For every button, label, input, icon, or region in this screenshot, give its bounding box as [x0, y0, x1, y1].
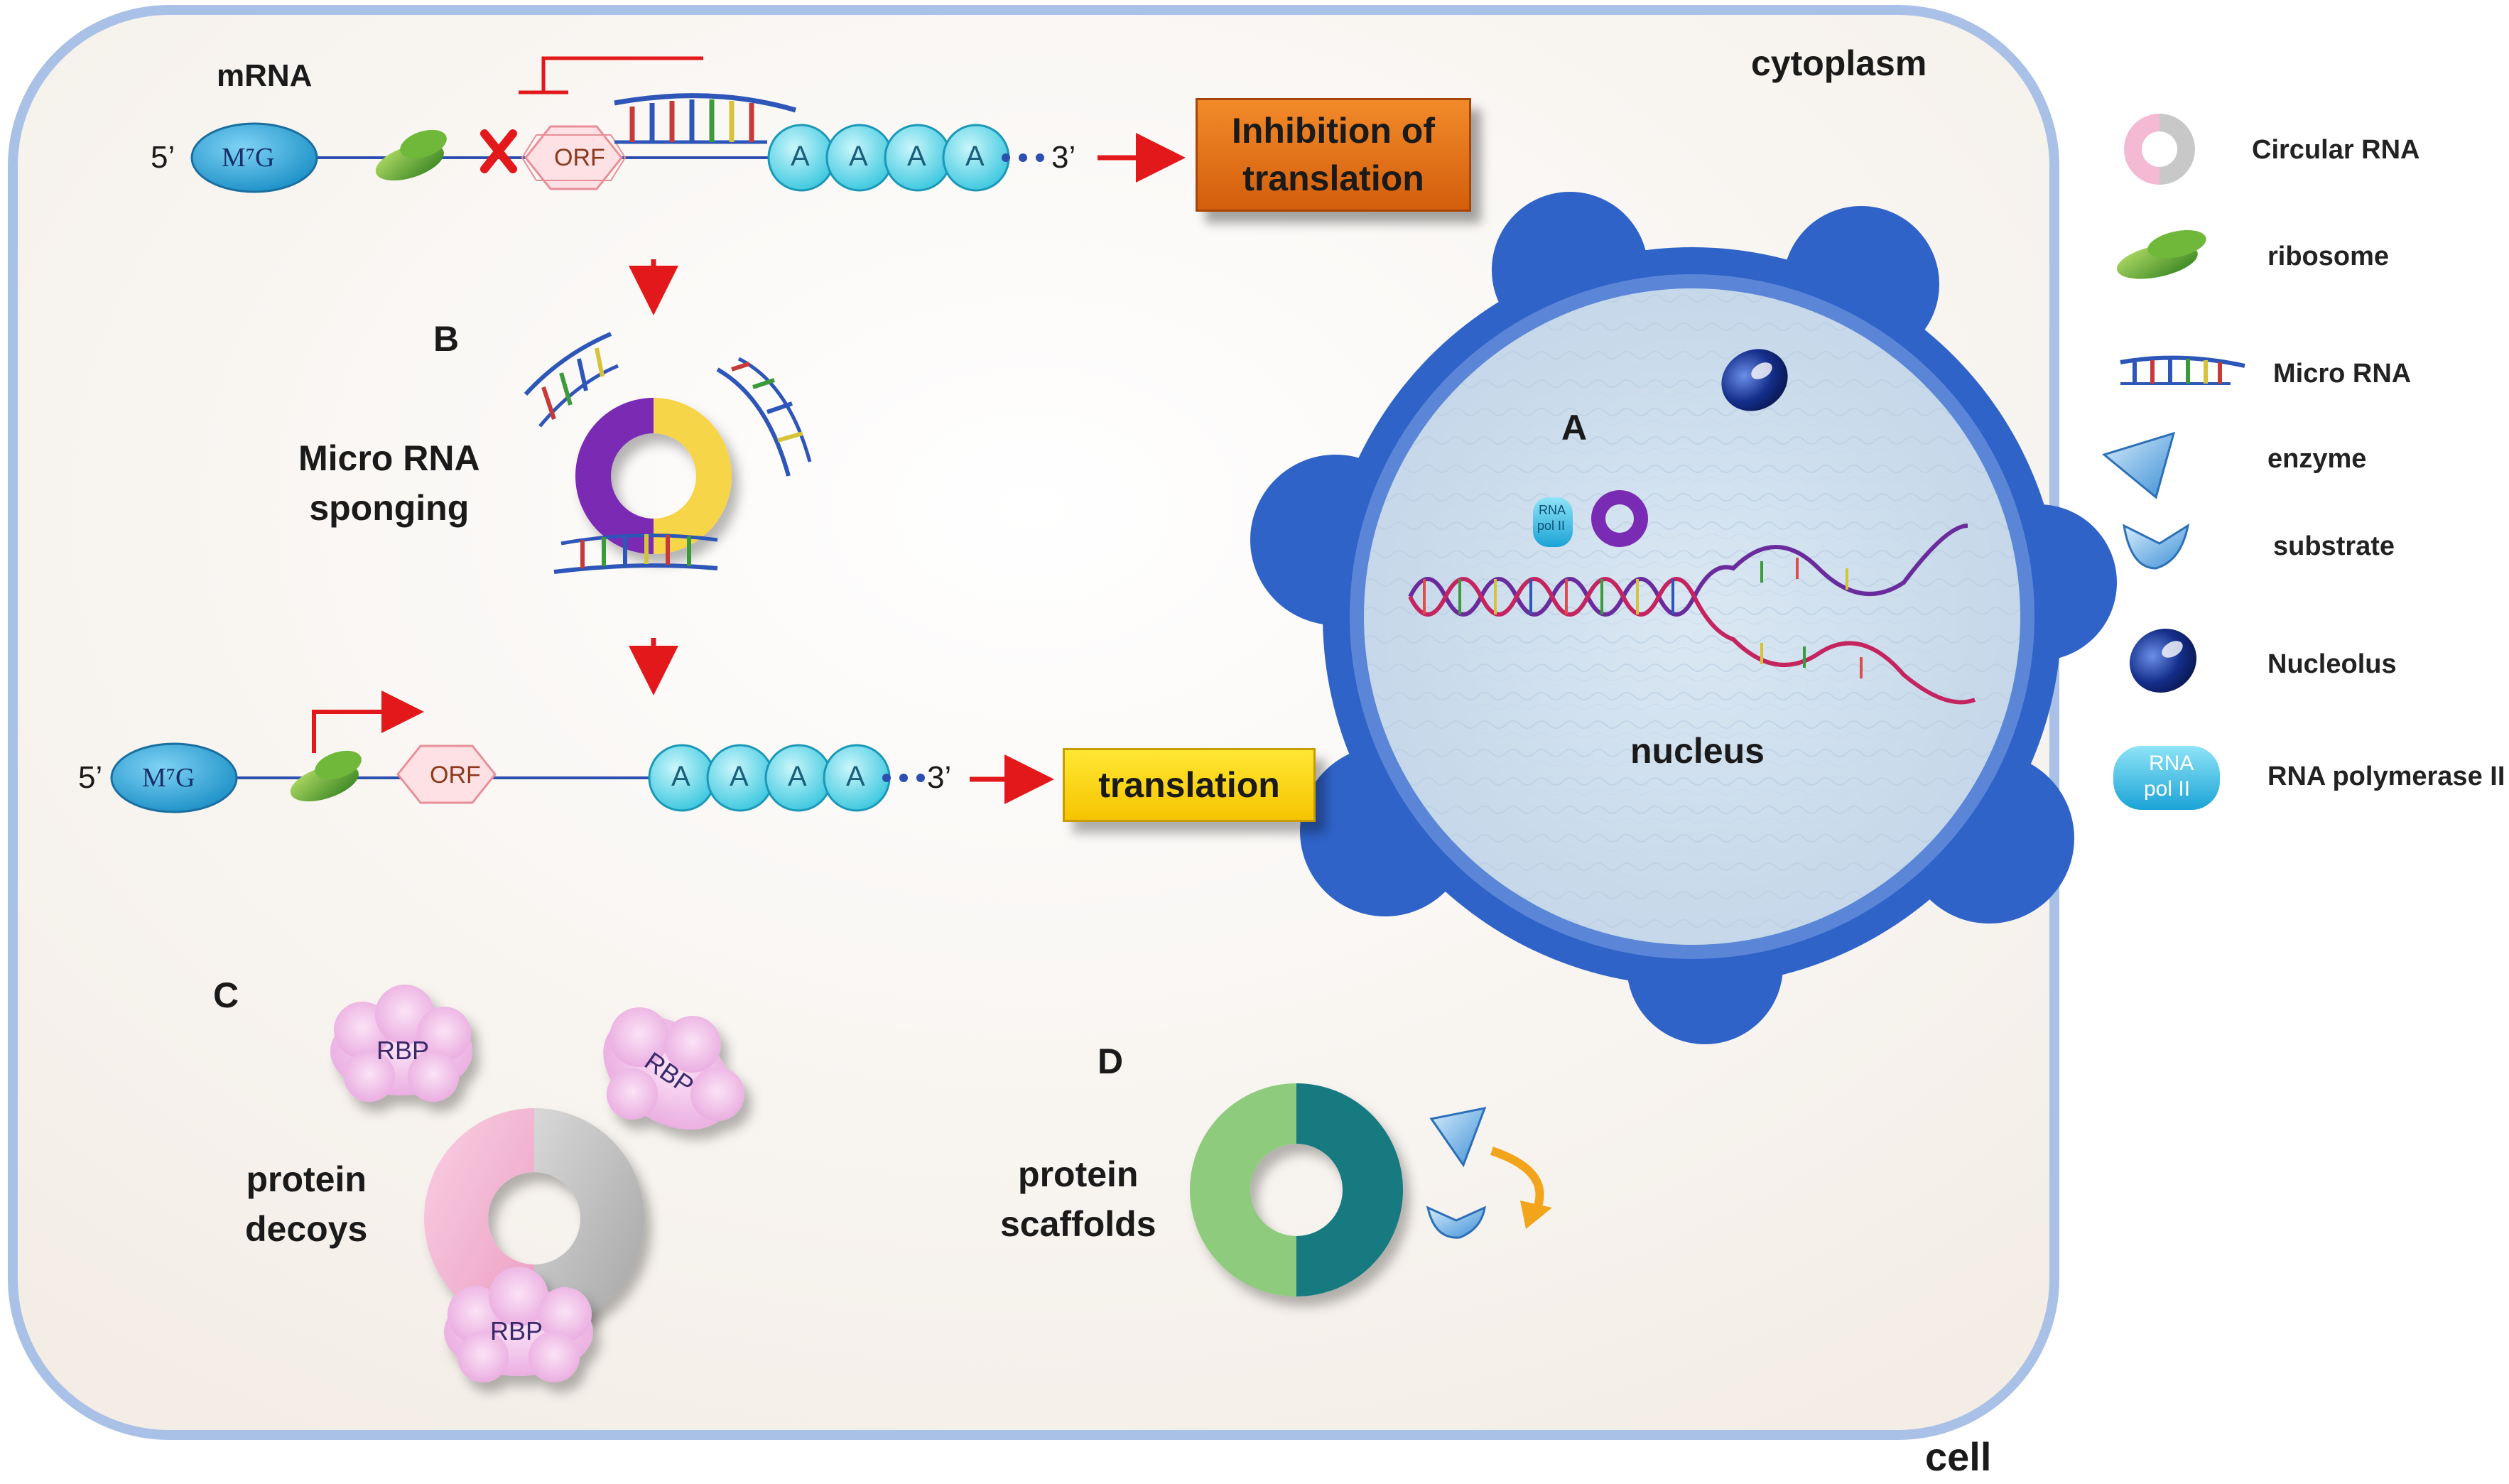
poly-a-1: A	[791, 141, 810, 172]
circrna-small	[1591, 490, 1648, 547]
translation-box: translation	[1063, 748, 1316, 822]
rna-pol-small-1: RNA	[1539, 503, 1566, 517]
mrna-translating	[110, 690, 1054, 813]
orf-star	[524, 125, 623, 190]
m7g-cap-2	[110, 742, 238, 813]
panel-c-title: protein decoys	[245, 1154, 367, 1254]
five-prime-label-2: 5’	[78, 760, 103, 795]
panel-b-title-line2: sponging	[309, 488, 470, 528]
ribosome-icon	[2116, 229, 2206, 279]
rbp-cloud-2	[603, 1007, 744, 1130]
m7g-cap	[190, 122, 318, 193]
substrate-icon	[2123, 523, 2190, 570]
inhibition-box: Inhibition of translation	[1196, 98, 1471, 212]
legend-rna-pol-1: RNA	[2149, 752, 2194, 775]
rna-polymerase-icon	[2113, 746, 2220, 810]
circrna-decoy	[330, 985, 744, 1382]
legend-label-nucleolus: Nucleolus	[2267, 649, 2397, 679]
panel-c-title-line2: decoys	[245, 1209, 368, 1249]
substrate-icon	[1426, 1206, 1486, 1239]
legend-label-enzyme: enzyme	[2267, 444, 2367, 474]
mrna-label: mRNA	[217, 58, 313, 93]
nucleolus-icon	[2129, 628, 2197, 693]
mrna-inhibited	[190, 56, 1186, 193]
rbp-label-1: RBP	[376, 1036, 430, 1065]
panel-d-title-line2: scaffolds	[1000, 1204, 1156, 1244]
legend-label-micro-rna: Micro RNA	[2273, 359, 2412, 389]
legend-rna-pol-2: pol II	[2144, 777, 2191, 801]
rna-pol-ii-small	[1533, 497, 1573, 547]
rbp-cloud-1	[330, 985, 472, 1102]
legend-label-circular-rna: Circular RNA	[2252, 135, 2420, 165]
circular-rna-icon	[2124, 114, 2195, 185]
enzyme-icon	[2101, 431, 2176, 499]
three-prime-label: 3’	[1051, 140, 1076, 175]
micro-rna-left	[524, 332, 619, 428]
translation-start-arrow	[312, 690, 424, 753]
inhibition-label: Inhibition of translation	[1231, 110, 1435, 199]
translation-label: translation	[1098, 765, 1280, 805]
ribosome-icon	[375, 129, 447, 181]
nucleus-label: nucleus	[1630, 731, 1765, 771]
poly-a-6: A	[730, 761, 749, 792]
orf-label: ORF	[554, 144, 605, 171]
micro-rna-right	[716, 357, 812, 477]
poly-a-4: A	[965, 141, 985, 172]
rna-pol-small-2: pol II	[1537, 519, 1566, 533]
legend-label-ribosome: ribosome	[2267, 242, 2390, 271]
rbp-label-3: RBP	[490, 1316, 543, 1345]
nucleus	[1250, 192, 2117, 1044]
inhibition-bar	[541, 56, 703, 92]
micro-rna-bottom	[553, 534, 718, 574]
panel-b-letter: B	[433, 319, 460, 359]
enzyme-icon	[1429, 1106, 1487, 1168]
panel-d-title-line1: protein	[1018, 1154, 1139, 1194]
panel-c-title-line1: protein	[246, 1159, 367, 1199]
panel-d-letter: D	[1098, 1041, 1124, 1081]
cytoplasm-label: cytoplasm	[1751, 43, 1927, 83]
poly-a-7: A	[788, 761, 807, 792]
poly-a-tail	[767, 124, 1044, 192]
poly-a-8: A	[846, 761, 865, 792]
dna-helix	[1408, 524, 1976, 705]
panel-d-title: protein scaffolds	[1000, 1149, 1156, 1249]
cell-label: cell	[1925, 1434, 1992, 1479]
circrna-scaffold	[1190, 1083, 1552, 1296]
panel-b-title: Micro RNA sponging	[298, 433, 480, 533]
orf-label-2: ORF	[430, 762, 481, 789]
five-prime-label: 5’	[151, 140, 175, 175]
poly-a-3: A	[907, 141, 926, 172]
micro-rna-icon	[2120, 355, 2245, 385]
panel-a-letter: A	[1561, 408, 1588, 448]
legend-icons	[2101, 114, 2245, 810]
legend-label-rna-polymerase: RNA polymerase II	[2267, 762, 2505, 791]
panel-b-title-line1: Micro RNA	[298, 438, 480, 478]
ribosome-icon	[290, 750, 362, 802]
block-x-icon	[480, 129, 517, 173]
micro-rna-bound	[614, 93, 796, 144]
cap-label: M⁷G	[222, 143, 275, 173]
legend-label-substrate: substrate	[2273, 531, 2395, 561]
three-prime-label-2: 3’	[927, 760, 952, 795]
circrna-sponge	[524, 332, 812, 574]
panel-c-letter: C	[213, 975, 239, 1015]
poly-a-2: A	[849, 141, 868, 172]
cap-label-2: M⁷G	[142, 763, 195, 793]
rbp-cloud-3	[444, 1267, 593, 1382]
poly-a-5: A	[671, 761, 690, 792]
orf-star-2	[396, 744, 497, 804]
